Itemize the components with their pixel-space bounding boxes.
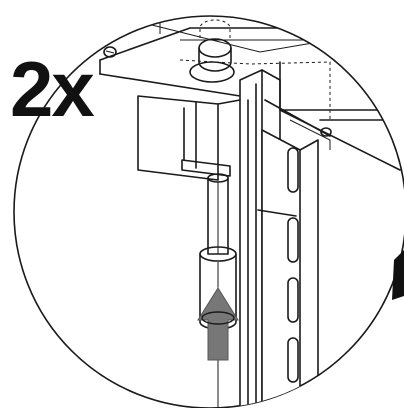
up-arrow-icon xyxy=(197,287,239,361)
hinge-bracket xyxy=(137,95,241,181)
screw-icon xyxy=(103,46,117,58)
bolt-icon xyxy=(189,19,235,83)
quantity-label: 2x xyxy=(10,45,95,133)
next-step-arrow-icon xyxy=(392,250,404,300)
vertical-post xyxy=(239,69,319,408)
panel-slots xyxy=(287,147,299,383)
